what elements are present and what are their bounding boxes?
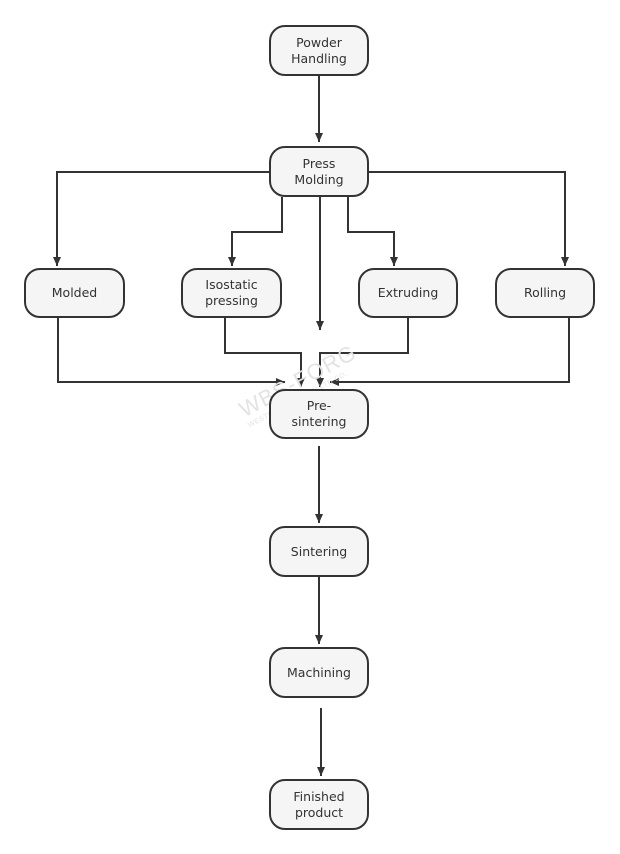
node-label: Pre- xyxy=(306,398,332,413)
node-label: Molding xyxy=(294,171,344,187)
node-extruding: Extruding xyxy=(358,268,458,318)
arrow-molded-to-presintering xyxy=(57,318,285,386)
arrow-press-to-molded xyxy=(53,171,270,266)
node-label: Molded xyxy=(51,285,98,300)
node-label: Machining xyxy=(287,664,351,680)
node-label: Extruding xyxy=(377,285,439,300)
arrow-press-to-rolling xyxy=(368,171,569,266)
node-powder-handling: Powder Handling xyxy=(269,25,369,76)
node-isostatic-pressing: Isostatic pressing xyxy=(181,268,282,318)
node-machining: Machining xyxy=(269,647,369,698)
arrow-rolling-to-presintering xyxy=(330,318,570,386)
node-label: Handling xyxy=(291,50,347,66)
node-label: Powder xyxy=(296,34,342,50)
node-label: pressing xyxy=(205,293,258,308)
node-molded: Molded xyxy=(24,268,125,318)
node-label: product xyxy=(294,804,344,820)
node-finished-product: Finished product xyxy=(269,779,369,830)
arrow-isostatic-to-presintering xyxy=(224,318,305,387)
node-rolling: Rolling xyxy=(495,268,595,318)
arrow-extruding-to-presintering xyxy=(316,318,409,387)
arrow-press-to-extruding xyxy=(347,197,398,266)
arrow-press-to-isostatic xyxy=(228,197,283,266)
node-pre-sintering: Pre- sintering xyxy=(269,389,369,439)
node-label: Sintering xyxy=(290,543,348,559)
node-label: Isostatic xyxy=(205,277,258,292)
node-label: Rolling xyxy=(523,285,567,300)
node-label: Press xyxy=(302,155,336,171)
node-sintering: Sintering xyxy=(269,526,369,577)
node-label: sintering xyxy=(291,414,347,429)
node-label: Finished xyxy=(293,788,345,804)
node-press-molding: Press Molding xyxy=(269,146,369,197)
